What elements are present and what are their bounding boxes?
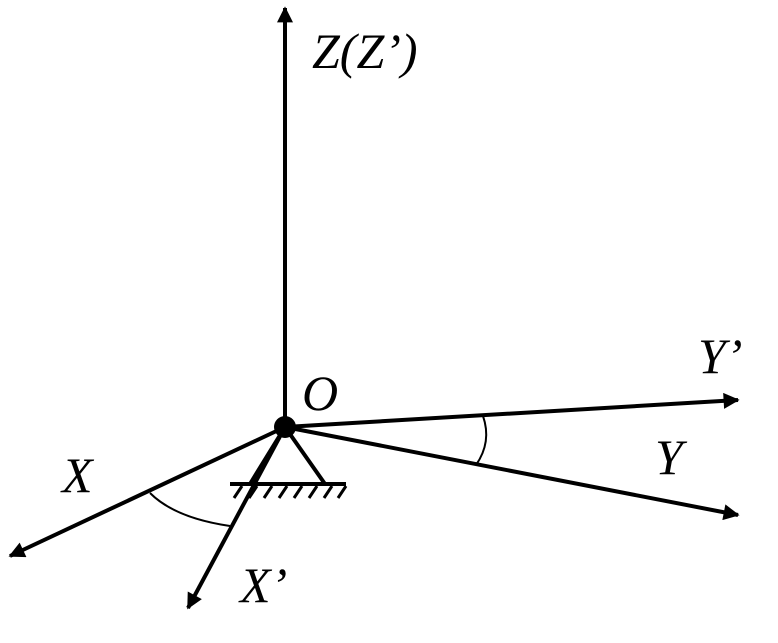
y-axis bbox=[284, 425, 740, 521]
x-axis bbox=[8, 425, 286, 558]
x-prime-axis-label: X’ bbox=[238, 557, 287, 613]
origin-point bbox=[274, 416, 296, 438]
y-prime-axis-label: Y’ bbox=[698, 328, 742, 384]
fixed-support-icon bbox=[230, 425, 348, 499]
x-axis-label: X bbox=[60, 447, 95, 503]
x-prime-axis bbox=[186, 426, 287, 610]
z-axis-label: Z(Z’) bbox=[312, 23, 418, 79]
origin-label: O bbox=[302, 365, 338, 421]
angle-arc-y bbox=[475, 415, 488, 466]
y-prime-axis bbox=[284, 392, 740, 429]
y-axis-label: Y bbox=[655, 429, 688, 485]
angle-arc-x bbox=[149, 492, 231, 527]
